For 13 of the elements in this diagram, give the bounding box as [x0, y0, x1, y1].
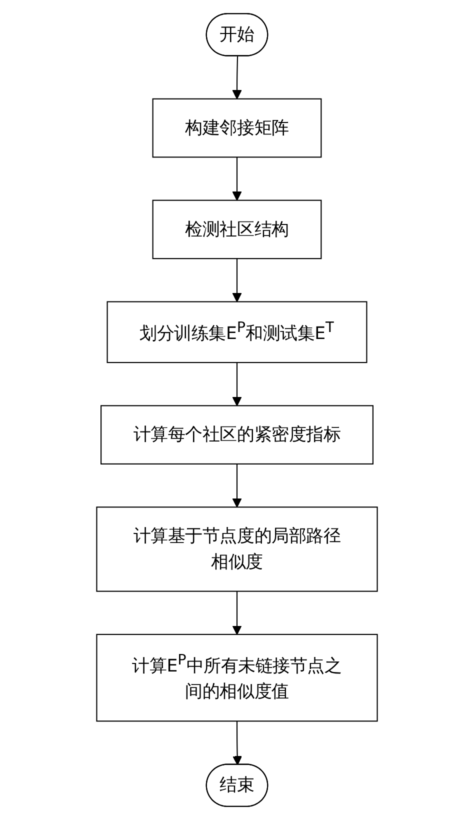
arrow [232, 56, 242, 100]
arrow [232, 464, 242, 508]
arrow [232, 258, 242, 302]
node-box: 检测社区结构 [152, 200, 322, 260]
node-box: 计算每个社区的紧密度指标 [100, 405, 374, 464]
node-box: 构建邻接矩阵 [152, 98, 322, 158]
arrow [232, 157, 242, 201]
node-box: 划分训练集E$^{P}$和测试集E$^{T}$ [106, 301, 368, 364]
node-box: 计算E$^{P}$中所有未链接节点之间的相似度值 [96, 634, 378, 722]
arrow [232, 591, 242, 635]
arrow [232, 721, 242, 766]
arrow [232, 362, 242, 406]
node-box: 计算基于节点度的局部路径相似度 [96, 506, 378, 592]
